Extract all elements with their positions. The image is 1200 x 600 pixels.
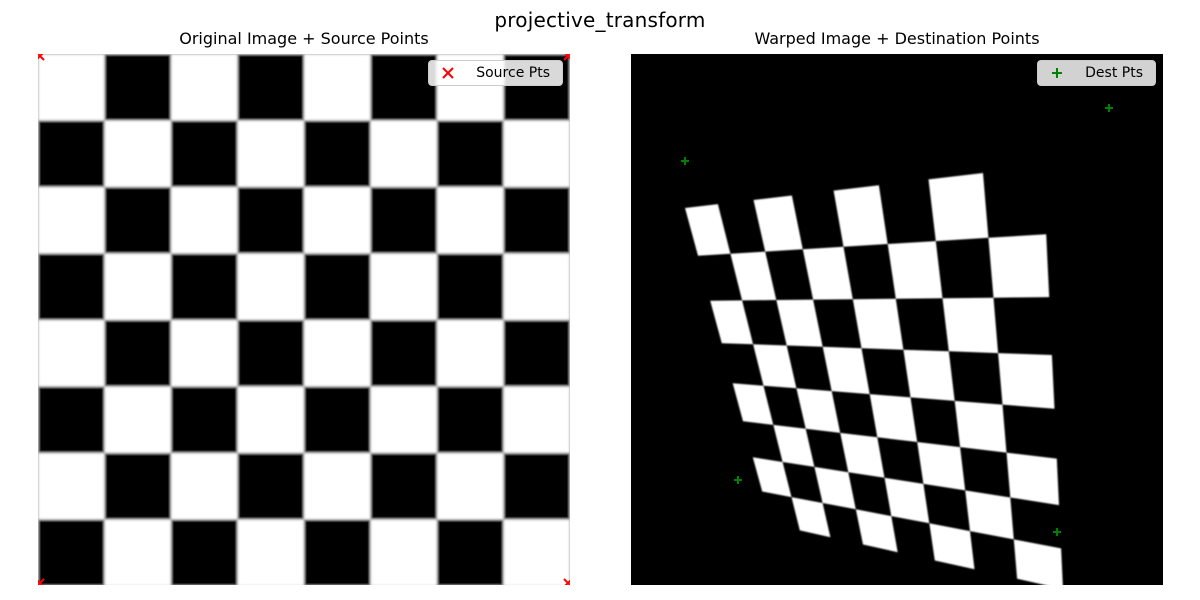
warped-cell bbox=[887, 241, 943, 299]
source-point bbox=[563, 54, 570, 61]
warped-cell bbox=[840, 432, 885, 478]
original-image-panel: Source Pts bbox=[38, 54, 570, 585]
warped-image-panel: Dest Pts bbox=[631, 54, 1163, 585]
destination-points bbox=[681, 104, 1113, 536]
warped-cell bbox=[1006, 452, 1059, 506]
destination-point bbox=[681, 157, 689, 165]
warped-cell bbox=[833, 185, 888, 247]
source-legend: Source Pts bbox=[428, 60, 563, 86]
warped-cells bbox=[685, 173, 1063, 585]
source-legend-label: Source Pts bbox=[476, 65, 550, 81]
warped-cell bbox=[928, 173, 989, 242]
x-marker-icon bbox=[442, 67, 454, 79]
warped-cell bbox=[753, 195, 803, 252]
destination-legend-label: Dest Pts bbox=[1085, 65, 1143, 81]
warped-cell bbox=[796, 388, 841, 433]
warped-cell bbox=[954, 400, 1007, 453]
original-checkerboard bbox=[38, 54, 570, 585]
left-panel-title: Original Image + Source Points bbox=[179, 29, 429, 48]
plus-marker-icon bbox=[1052, 68, 1063, 78]
source-points bbox=[38, 54, 570, 585]
warped-cell bbox=[988, 234, 1050, 298]
right-panel-title: Warped Image + Destination Points bbox=[754, 29, 1040, 48]
warped-cell bbox=[710, 300, 754, 345]
warped-cell bbox=[929, 523, 975, 570]
destination-point bbox=[1105, 104, 1113, 112]
warped-cell bbox=[869, 394, 918, 442]
warped-cell bbox=[752, 457, 792, 498]
warped-cell bbox=[884, 477, 930, 524]
figure-title: projective_transform bbox=[494, 8, 706, 32]
warped-cell bbox=[730, 251, 777, 301]
warped-cell bbox=[776, 299, 823, 347]
warped-cell bbox=[753, 344, 797, 389]
warped-cell bbox=[685, 204, 731, 256]
destination-legend: Dest Pts bbox=[1037, 60, 1156, 86]
source-point bbox=[38, 54, 45, 61]
source-point bbox=[38, 578, 45, 585]
warped-cell bbox=[998, 353, 1055, 409]
warped-cell bbox=[773, 424, 815, 467]
warped-cell bbox=[791, 497, 831, 538]
warped-cell bbox=[822, 346, 870, 395]
destination-point bbox=[1053, 528, 1061, 536]
warped-cell bbox=[903, 349, 955, 401]
warped-cell bbox=[965, 490, 1014, 540]
warped-cell bbox=[917, 442, 966, 491]
warped-cell bbox=[855, 509, 898, 553]
destination-point bbox=[734, 476, 742, 484]
warped-cell bbox=[1013, 539, 1063, 585]
warped-cell bbox=[802, 246, 853, 300]
warped-cell bbox=[852, 298, 904, 350]
warped-checkerboard bbox=[631, 54, 1163, 585]
warped-cell bbox=[942, 297, 999, 354]
warped-cell bbox=[732, 383, 774, 425]
source-point bbox=[563, 578, 570, 585]
warped-cell bbox=[814, 466, 856, 510]
